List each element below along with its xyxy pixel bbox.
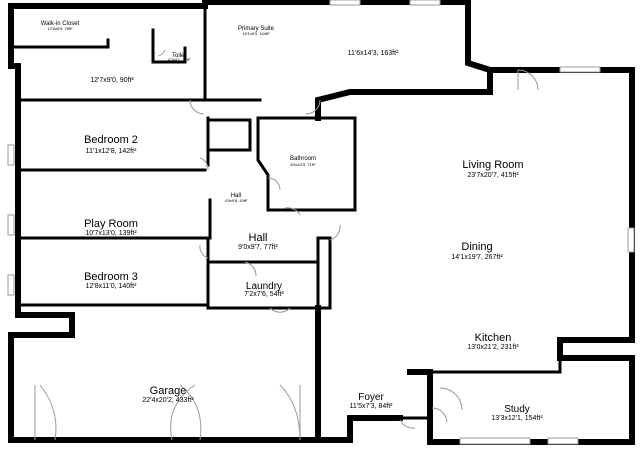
room-dims: 10'7x13'0, 139ft² (85, 230, 137, 237)
room-hall: Hall 9'0x9'7, 77ft² (238, 232, 278, 251)
room-dims: 13'3x12'1, 154ft² (491, 415, 543, 422)
room-dims: 11'1x12'8, 142ft² (86, 148, 137, 155)
room-walk-in-closet: Walk-in Closet 12'6x6'9, 78ft² (41, 21, 80, 31)
room-name: Laundry (246, 281, 282, 292)
room-name: Study (504, 404, 530, 415)
room-living-room: Living Room 23'7x20'7, 415ft² (462, 159, 523, 179)
room-name: Toilet (172, 53, 186, 59)
room-labels: Walk-in Closet 12'6x6'9, 78ft² Primary S… (41, 21, 544, 422)
room-name: Bedroom 2 (84, 134, 138, 146)
room-dims: 12'7x9'0, 90ft² (90, 77, 134, 84)
room-dims: 9'0x9'7, 77ft² (238, 244, 278, 251)
room-name: Primary Suite (238, 26, 275, 32)
room-dims: 7'2x7'6, 54ft² (244, 291, 284, 298)
room-name: Foyer (358, 392, 384, 403)
room-dims: 11'6x14'3, 163ft² (348, 50, 399, 57)
room-name: Bedroom 3 (84, 271, 138, 283)
room-dims: 11'5x7'3, 84ft² (349, 403, 393, 410)
room-name: Bathroom (290, 156, 316, 162)
room-study: Study 13'3x12'1, 154ft² (491, 404, 543, 422)
room-play-room: Play Room 10'7x13'0, 139ft² (84, 218, 138, 237)
room-name: Dining (461, 241, 492, 253)
room-dims: 13'0x21'2, 231ft² (467, 344, 519, 351)
room-dims: 8'6x10'5, 71ft² (291, 162, 317, 167)
room-name: Kitchen (475, 332, 512, 344)
room-laundry: Laundry 7'2x7'6, 54ft² (244, 281, 284, 298)
room-suite-main: 11'6x14'3, 163ft² (348, 50, 399, 57)
room-kitchen: Kitchen 13'0x21'2, 231ft² (467, 332, 519, 351)
room-dims: 22'4x20'2, 433ft² (142, 397, 194, 404)
room-dims: 14'1x19'7, 267ft² (451, 254, 503, 261)
room-name: Garage (150, 385, 187, 397)
room-dims: 12'6x6'9, 78ft² (48, 26, 74, 31)
room-dims: 12'8x11'0, 140ft² (86, 283, 137, 290)
room-toilet: Toilet 4'3x4'1, 17ft² (168, 53, 191, 62)
room-dims: 4'5x9'8, 43ft² (225, 198, 248, 203)
room-name: Living Room (462, 159, 523, 171)
room-dims: 4'3x4'1, 17ft² (168, 57, 191, 62)
room-dining: Dining 14'1x19'7, 267ft² (451, 241, 503, 261)
room-bedroom-3: Bedroom 3 12'8x11'0, 140ft² (84, 271, 138, 290)
room-primary-suite: Primary Suite 16'1x9'9, 144ft² (238, 26, 275, 36)
room-foyer: Foyer 11'5x7'3, 84ft² (349, 392, 393, 410)
room-name: Play Room (84, 218, 138, 230)
room-name: Hall (249, 232, 268, 244)
windows (7, 0, 635, 445)
room-hall-small: Hall 4'5x9'8, 43ft² (225, 193, 248, 203)
room-upper-hall: 12'7x9'0, 90ft² (90, 77, 134, 84)
interior-walls (9, 4, 562, 420)
room-dims: 16'1x9'9, 144ft² (242, 31, 270, 36)
room-garage: Garage 22'4x20'2, 433ft² (142, 385, 194, 404)
room-dims: 23'7x20'7, 415ft² (467, 172, 519, 179)
room-name: Hall (231, 193, 241, 199)
room-bathroom: Bathroom 8'6x10'5, 71ft² (290, 156, 316, 167)
room-bedroom-2: Bedroom 2 11'1x12'8, 142ft² (84, 134, 138, 155)
doors (34, 49, 539, 441)
room-name: Walk-in Closet (41, 21, 80, 27)
